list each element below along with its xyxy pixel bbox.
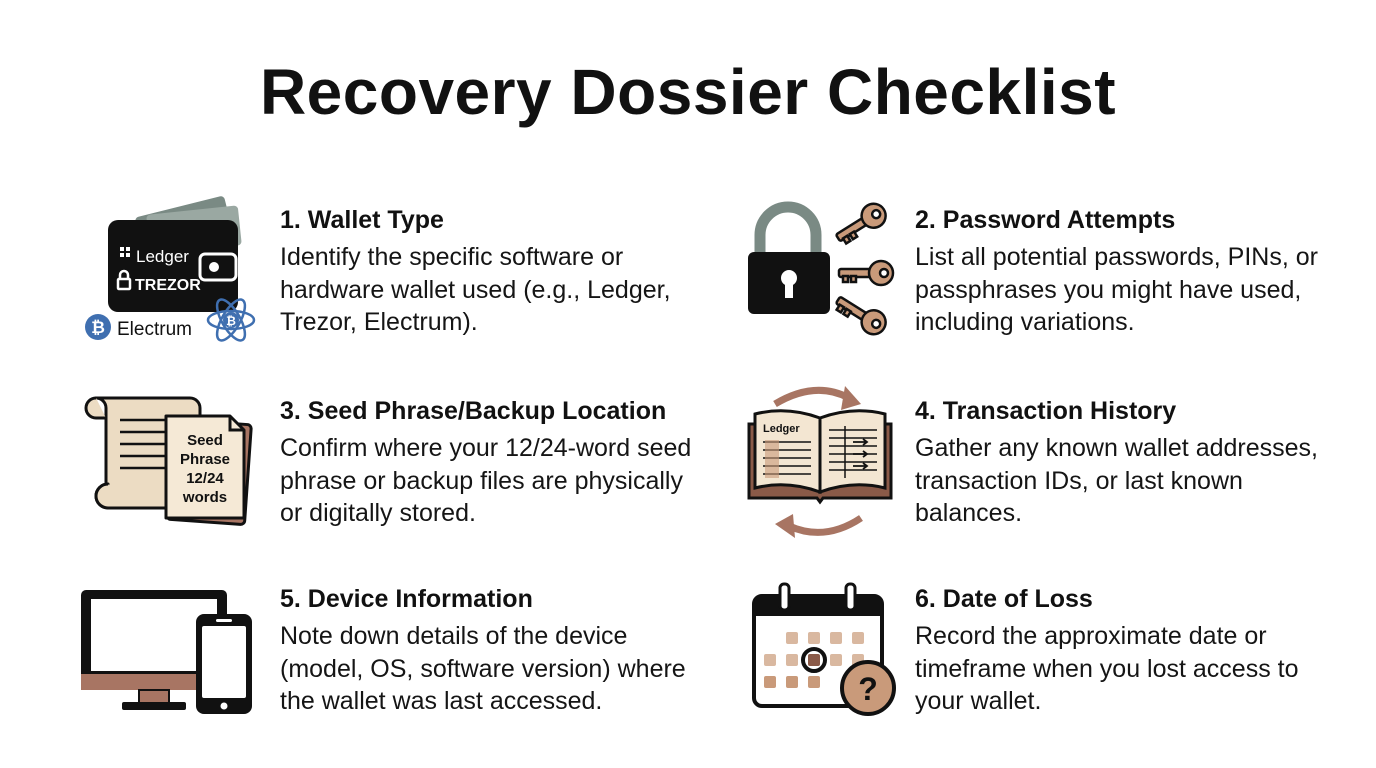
trezor-label: TREZOR [135, 277, 201, 294]
question-mark-label: ? [858, 671, 878, 707]
seed-label-line2: Phrase [180, 451, 230, 468]
item-heading: 2. Password Attempts [915, 206, 1176, 234]
checklist-item-date-of-loss: ? 6. Date of Loss Record the approximate… [750, 570, 1350, 730]
item-description: Record the approximate date or timeframe… [915, 622, 1299, 715]
ledger-book-label: Ledger [763, 423, 800, 435]
electrum-label: Electrum [117, 319, 192, 340]
calendar-question-icon: ? [750, 570, 900, 725]
seed-label-line4: words [182, 489, 227, 506]
item-description: List all potential passwords, PINs, or p… [915, 243, 1318, 336]
ledger-label: Ledger [136, 247, 189, 266]
item-heading: 4. Transaction History [915, 397, 1177, 425]
wallet-icon: Ledger TREZOR ₿ Electrum ₿ [80, 190, 260, 355]
seed-label-line1: Seed [187, 432, 223, 449]
ledger-book-icon: Ledger [745, 380, 895, 550]
seed-label-line3: 12/24 [186, 470, 224, 487]
item-description: Gather any known wallet addresses, trans… [915, 434, 1318, 527]
checklist-item-wallet-type: Ledger TREZOR ₿ Electrum ₿ 1. Wallet Typ… [80, 190, 680, 350]
item-heading: 5. Device Information [280, 585, 533, 613]
checklist-item-transaction-history: Ledger 4. Transaction History Gather any… [745, 380, 1345, 545]
item-heading: 1. Wallet Type [280, 206, 444, 234]
padlock-keys-icon [745, 190, 895, 345]
item-heading: 6. Date of Loss [915, 585, 1093, 613]
svg-text:₿: ₿ [91, 318, 105, 337]
item-heading: 3. Seed Phrase/Backup Location [280, 397, 667, 425]
scroll-document-icon: Seed Phrase 12/24 words [80, 380, 260, 545]
item-description: Note down details of the device (model, … [280, 622, 686, 715]
checklist-item-seed-phrase: Seed Phrase 12/24 words 3. Seed Phrase/B… [80, 380, 700, 540]
checklist-item-device-information: 5. Device Information Note down details … [78, 570, 698, 730]
item-description: Confirm where your 12/24-word seed phras… [280, 434, 692, 527]
svg-text:₿: ₿ [226, 314, 236, 328]
monitor-phone-icon [78, 570, 258, 725]
page-title: Recovery Dossier Checklist [259, 56, 1117, 128]
item-description: Identify the specific software or hardwa… [280, 243, 671, 336]
checklist-item-password-attempts: 2. Password Attempts List all potential … [745, 190, 1345, 350]
